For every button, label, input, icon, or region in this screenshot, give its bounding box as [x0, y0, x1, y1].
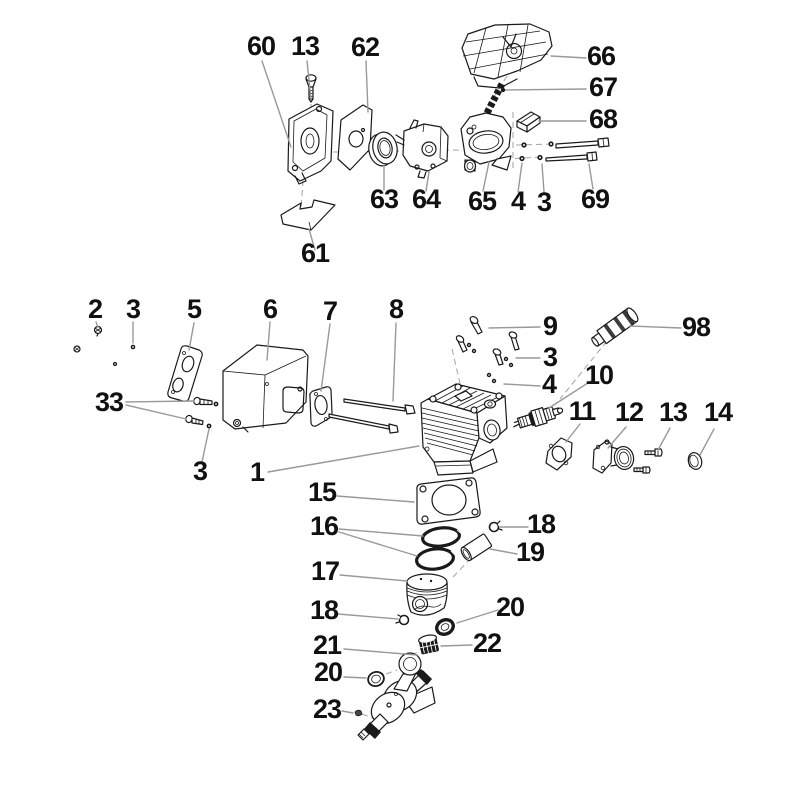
- part-5-exhaust-gasket: [167, 345, 203, 402]
- part-33-screws: [185, 396, 219, 429]
- part-label-13-mid: 13: [659, 397, 688, 427]
- part-label-8: 8: [389, 294, 404, 324]
- part-66-filter-cover: [461, 23, 553, 89]
- part-label-67: 67: [589, 72, 617, 102]
- part-label-15: 15: [308, 477, 337, 507]
- part-label-3-c: 3: [193, 456, 208, 486]
- part-67-spring: [483, 82, 506, 115]
- part-68-block: [516, 111, 541, 133]
- part-8-bolts: [328, 398, 416, 434]
- part-6-muffler: [222, 344, 309, 433]
- cylinder-assembly-group: [73, 307, 703, 476]
- part-label-6: 6: [263, 294, 278, 324]
- part-20-seal-right: [435, 618, 455, 636]
- part-label-21: 21: [313, 630, 342, 660]
- part-label-10: 10: [585, 360, 613, 390]
- part-label-16: 16: [310, 511, 339, 541]
- part-label-60: 60: [247, 31, 275, 61]
- part-label-19: 19: [516, 537, 545, 567]
- part-label-23: 23: [313, 694, 342, 724]
- part-label-20-b: 20: [314, 657, 342, 687]
- part-62-gasket: [337, 104, 373, 171]
- part-15-cylinder-gasket: [416, 477, 481, 525]
- part-3-washers-left: [112, 344, 136, 367]
- part-label-18-b: 18: [310, 595, 339, 625]
- part-2-screws: [73, 325, 103, 353]
- part-18-circlip-right: [488, 520, 503, 533]
- part-64-carburetor: [395, 119, 449, 179]
- part-63-flange: [368, 131, 398, 167]
- part-label-3-a: 3: [126, 294, 141, 324]
- part-20-seal-left: [367, 670, 385, 688]
- part-label-65: 65: [468, 186, 497, 216]
- part-label-66: 66: [587, 41, 616, 71]
- part-label-68: 68: [589, 104, 618, 134]
- part-17-piston: [406, 573, 448, 616]
- part-label-3-b: 3: [543, 342, 558, 372]
- part-label-4-top: 4: [511, 186, 526, 216]
- part-labels: 60 13 62 66 67 68 63 64 65 4 3 69 61 2 3…: [88, 31, 734, 724]
- part-label-5: 5: [187, 294, 202, 324]
- part-65-filter-housing: [460, 112, 512, 173]
- part-21-crankshaft-rod: [357, 652, 436, 741]
- part-label-63: 63: [370, 184, 399, 214]
- part-label-14: 14: [704, 397, 733, 427]
- part-14-cap: [687, 452, 703, 470]
- part-label-13-top: 13: [291, 31, 320, 61]
- part-label-18-a: 18: [527, 509, 556, 539]
- part-11-gasket: [545, 437, 573, 471]
- part-label-2: 2: [88, 294, 102, 324]
- carburetor-assembly-group: [280, 23, 610, 231]
- part-23-woodruff-key: [354, 709, 363, 717]
- part-label-20-a: 20: [496, 592, 524, 622]
- part-1-cylinder: [420, 383, 508, 476]
- part-label-22: 22: [473, 628, 501, 658]
- part-label-9: 9: [543, 311, 558, 341]
- part-label-62: 62: [351, 32, 379, 62]
- part-22-needle-bearing: [418, 634, 439, 655]
- part-label-12: 12: [615, 397, 643, 427]
- part-18-circlip-left: [395, 614, 410, 626]
- part-label-64: 64: [412, 184, 441, 214]
- part-label-33: 33: [95, 387, 124, 417]
- part-label-69: 69: [581, 184, 610, 214]
- part-61-baffle-plate: [280, 199, 336, 231]
- part-7-gasket: [309, 386, 333, 427]
- part-label-17: 17: [311, 556, 339, 586]
- part-98-spark-plug-boot: [591, 307, 639, 347]
- part-label-7: 7: [323, 296, 337, 326]
- part-69-bolts-and-washers: [519, 137, 610, 162]
- part-10-spark-plug: [513, 406, 564, 429]
- part-19-wrist-pin: [460, 533, 493, 562]
- part-60-filter-backplate: [287, 103, 334, 185]
- part-label-3-top: 3: [537, 187, 552, 217]
- part-16-piston-rings: [414, 526, 463, 571]
- part-label-98: 98: [682, 312, 711, 342]
- part-12-intake-manifold: [592, 439, 635, 474]
- leader-lines: [95, 55, 715, 714]
- part-label-61: 61: [301, 238, 330, 268]
- leader-end-dot: [500, 87, 506, 93]
- part-13-screws-mid: [633, 448, 663, 474]
- part-label-4-mid: 4: [542, 369, 557, 399]
- part-label-1: 1: [250, 457, 265, 487]
- piston-crank-assembly-group: [354, 477, 503, 741]
- part-label-11: 11: [569, 396, 597, 426]
